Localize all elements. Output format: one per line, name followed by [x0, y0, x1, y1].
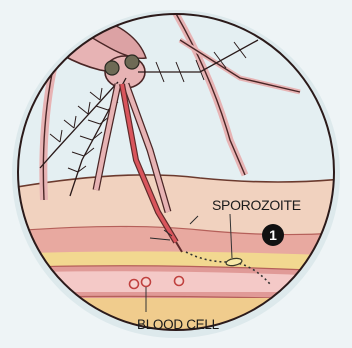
sporozoite-label: SPOROZOITE	[212, 198, 301, 212]
mosquito-eye-left	[105, 61, 119, 75]
step-number-badge: 1	[262, 224, 284, 246]
mosquito-eye-right	[125, 55, 139, 69]
blood-cell-label: BLOOD CELL	[137, 318, 219, 332]
